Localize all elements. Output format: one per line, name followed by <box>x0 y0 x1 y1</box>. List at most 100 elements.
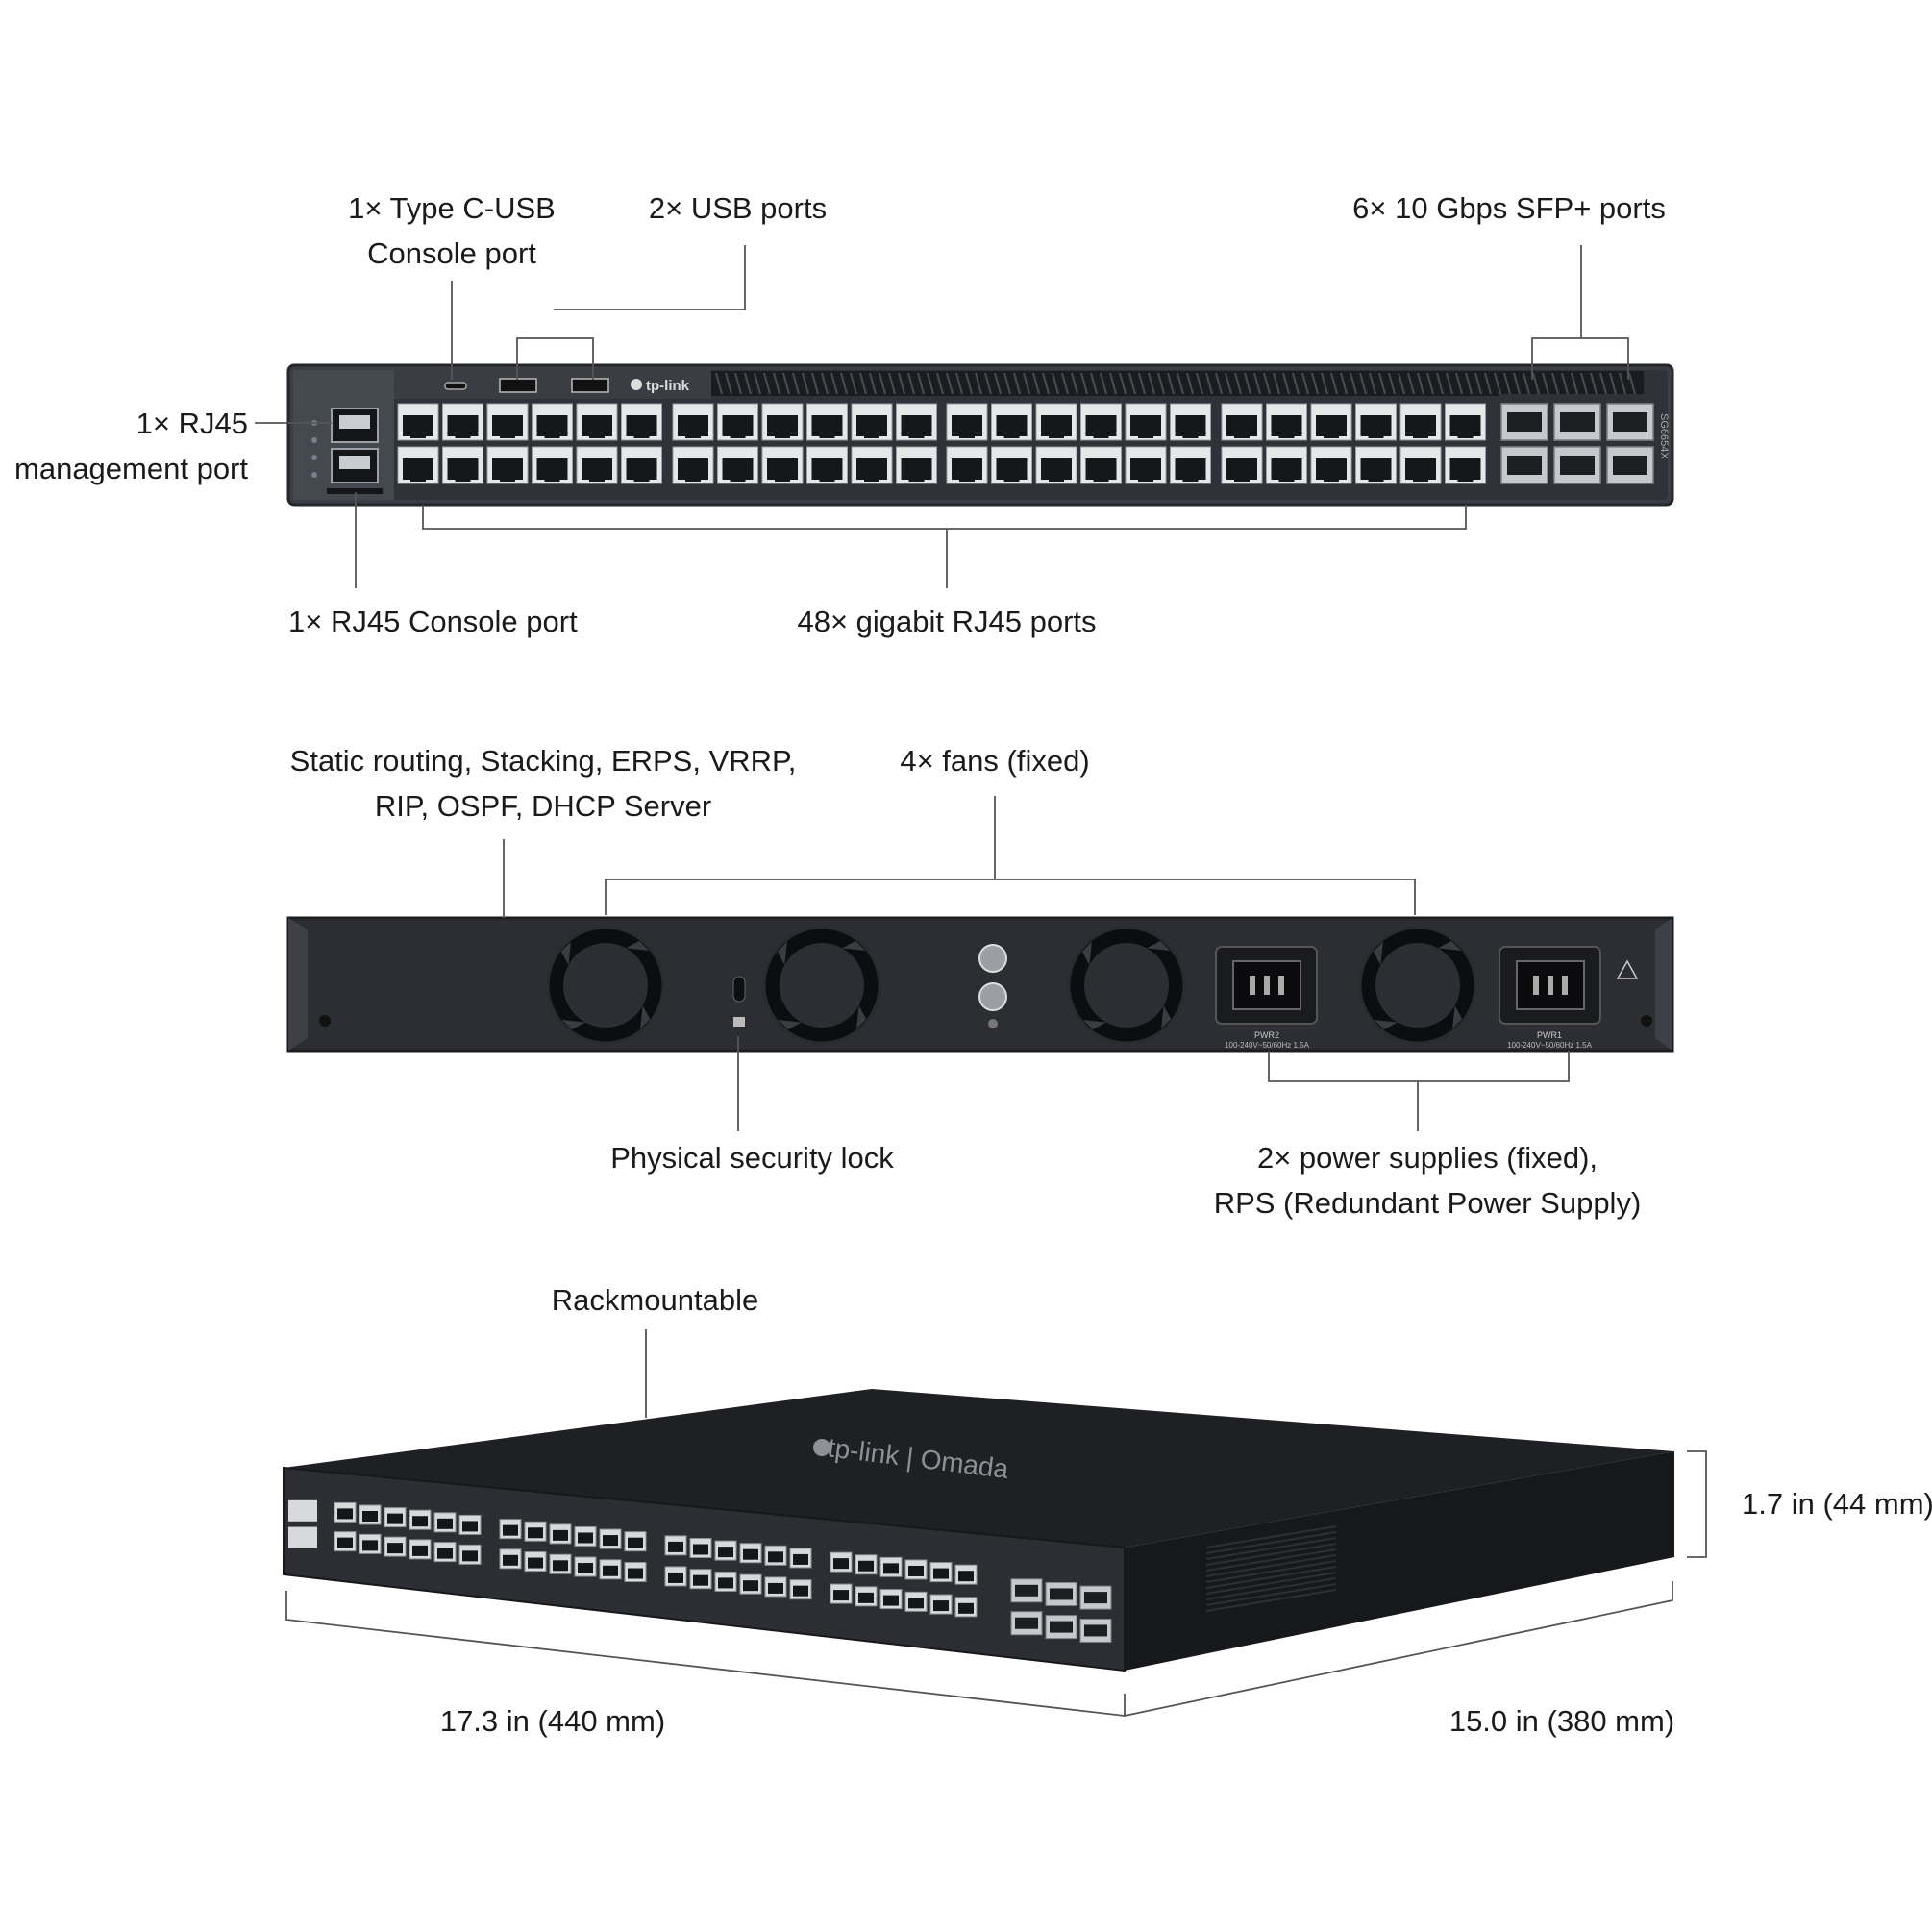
rj45-port <box>717 403 758 441</box>
dimension-depth: 15.0 in (380 mm) <box>1449 1704 1675 1738</box>
rj45-port <box>1445 446 1486 484</box>
rear-fans <box>546 926 1477 1045</box>
callout-usb-c-console: 1× Type C-USB Console port <box>317 186 586 276</box>
callout-mgmt-line1: 1× RJ45 <box>136 407 248 440</box>
rj45-port <box>532 446 573 484</box>
rj45-port <box>1170 403 1211 441</box>
rj45-port <box>486 446 529 484</box>
tp-link-logo-mark <box>631 379 642 390</box>
rj45-port <box>851 403 893 441</box>
fan-icon <box>762 926 881 1045</box>
power-supply-1 <box>1499 946 1601 1025</box>
rj45-port <box>1310 446 1352 484</box>
rj45-port <box>1221 403 1263 441</box>
callout-mgmt-port: 1× RJ45 management port <box>0 401 248 491</box>
rj45-port <box>1080 403 1122 441</box>
rj45-port <box>1125 446 1167 484</box>
rj45-port <box>761 446 804 484</box>
rj45-port <box>442 403 483 441</box>
front-model-text: SG6654X <box>1658 413 1670 459</box>
callout-usb-c-line1: 1× Type C-USB <box>348 191 556 225</box>
callout-usb-ports: 2× USB ports <box>648 191 828 225</box>
callout-usb-c-line2: Console port <box>367 236 536 270</box>
rear-panel-drawing: PWR2 100-240V~50/60Hz 1.5A PWR1 100-240V… <box>286 916 1674 1053</box>
rj45-port <box>576 446 618 484</box>
callout-mgmt-line2: management port <box>14 452 248 485</box>
rj45-port <box>1310 403 1352 441</box>
rj45-port <box>1445 403 1486 441</box>
rj45-port <box>1399 403 1442 441</box>
psu1-label: PWR1 <box>1537 1030 1562 1040</box>
fan-icon <box>1358 926 1477 1045</box>
gigabit-rj45-ports <box>397 403 1486 484</box>
rj45-console-port <box>331 448 379 483</box>
rj45-port <box>1080 446 1122 484</box>
front-brand-text: tp-link <box>646 378 690 394</box>
callout-fans: 4× fans (fixed) <box>900 744 1090 778</box>
callout-gigabit-ports: 48× gigabit RJ45 ports <box>797 605 1097 638</box>
rj45-port <box>1125 403 1167 441</box>
callout-rackmount: Rackmountable <box>551 1283 759 1317</box>
sfp-port <box>1553 446 1601 484</box>
front-vents <box>711 371 1644 396</box>
sfp-port <box>1500 446 1548 484</box>
rj45-port <box>532 403 573 441</box>
rj45-port <box>621 403 662 441</box>
fan-icon <box>1067 926 1186 1045</box>
callout-power-line2: RPS (Redundant Power Supply) <box>1213 1186 1642 1220</box>
rj45-port <box>1399 446 1442 484</box>
callout-features-line2: RIP, OSPF, DHCP Server <box>374 789 712 823</box>
rj45-port <box>442 446 483 484</box>
rj45-port <box>946 403 988 441</box>
sfp-port <box>1553 403 1601 441</box>
dimension-width: 17.3 in (440 mm) <box>439 1704 666 1738</box>
rj45-port <box>1035 403 1077 441</box>
front-panel-drawing: tp-link SG6654X <box>286 363 1674 507</box>
rj45-port <box>717 446 758 484</box>
rj45-port <box>851 446 893 484</box>
rj45-port <box>397 446 439 484</box>
callout-features: Static routing, Stacking, ERPS, VRRP, RI… <box>274 738 812 829</box>
callout-power-supplies: 2× power supplies (fixed), RPS (Redundan… <box>1187 1135 1668 1226</box>
rj45-port <box>576 403 618 441</box>
psu1-rating: 100-240V~50/60Hz 1.5A <box>1507 1041 1593 1050</box>
sfp-port <box>1500 403 1548 441</box>
callout-rj45-console: 1× RJ45 Console port <box>288 605 578 638</box>
rj45-port <box>672 403 714 441</box>
rj45-port <box>1355 446 1397 484</box>
power-supply-2 <box>1215 946 1318 1025</box>
psu2-label: PWR2 <box>1254 1030 1279 1040</box>
callout-power-line1: 2× power supplies (fixed), <box>1256 1141 1598 1175</box>
usb-port-2 <box>571 378 609 393</box>
fan-icon <box>546 926 665 1045</box>
rj45-port <box>1266 403 1307 441</box>
perspective-drawing: tp-link | Omada <box>283 1389 1674 1672</box>
security-lock-slot <box>732 976 746 1003</box>
rj45-port <box>761 403 804 441</box>
front-leader-lines <box>255 245 1629 588</box>
rj45-port <box>896 446 937 484</box>
callout-features-line1: Static routing, Stacking, ERPS, VRRP, <box>289 744 797 778</box>
rear-leader-lines <box>503 796 1570 1131</box>
rj45-port <box>946 446 988 484</box>
rj45-port <box>1221 446 1263 484</box>
psu2-rating: 100-240V~50/60Hz 1.5A <box>1225 1041 1310 1050</box>
sfp-port <box>1606 403 1654 441</box>
sfp-port <box>1606 446 1654 484</box>
callout-sfp-ports: 6× 10 Gbps SFP+ ports <box>1352 191 1666 225</box>
dimension-lines <box>285 1329 1707 1718</box>
dimension-height: 1.7 in (44 mm) <box>1742 1487 1932 1521</box>
usb-port-1 <box>499 378 537 393</box>
lock-icon <box>733 1017 745 1027</box>
rj45-port <box>1266 446 1307 484</box>
rj45-port <box>672 446 714 484</box>
rj45-port <box>1035 446 1077 484</box>
sfp-plus-ports <box>1500 403 1654 484</box>
rj45-port <box>486 403 529 441</box>
rj45-port <box>806 446 848 484</box>
rj45-port <box>896 403 937 441</box>
warning-icon <box>1616 959 1639 979</box>
rj45-port <box>621 446 662 484</box>
